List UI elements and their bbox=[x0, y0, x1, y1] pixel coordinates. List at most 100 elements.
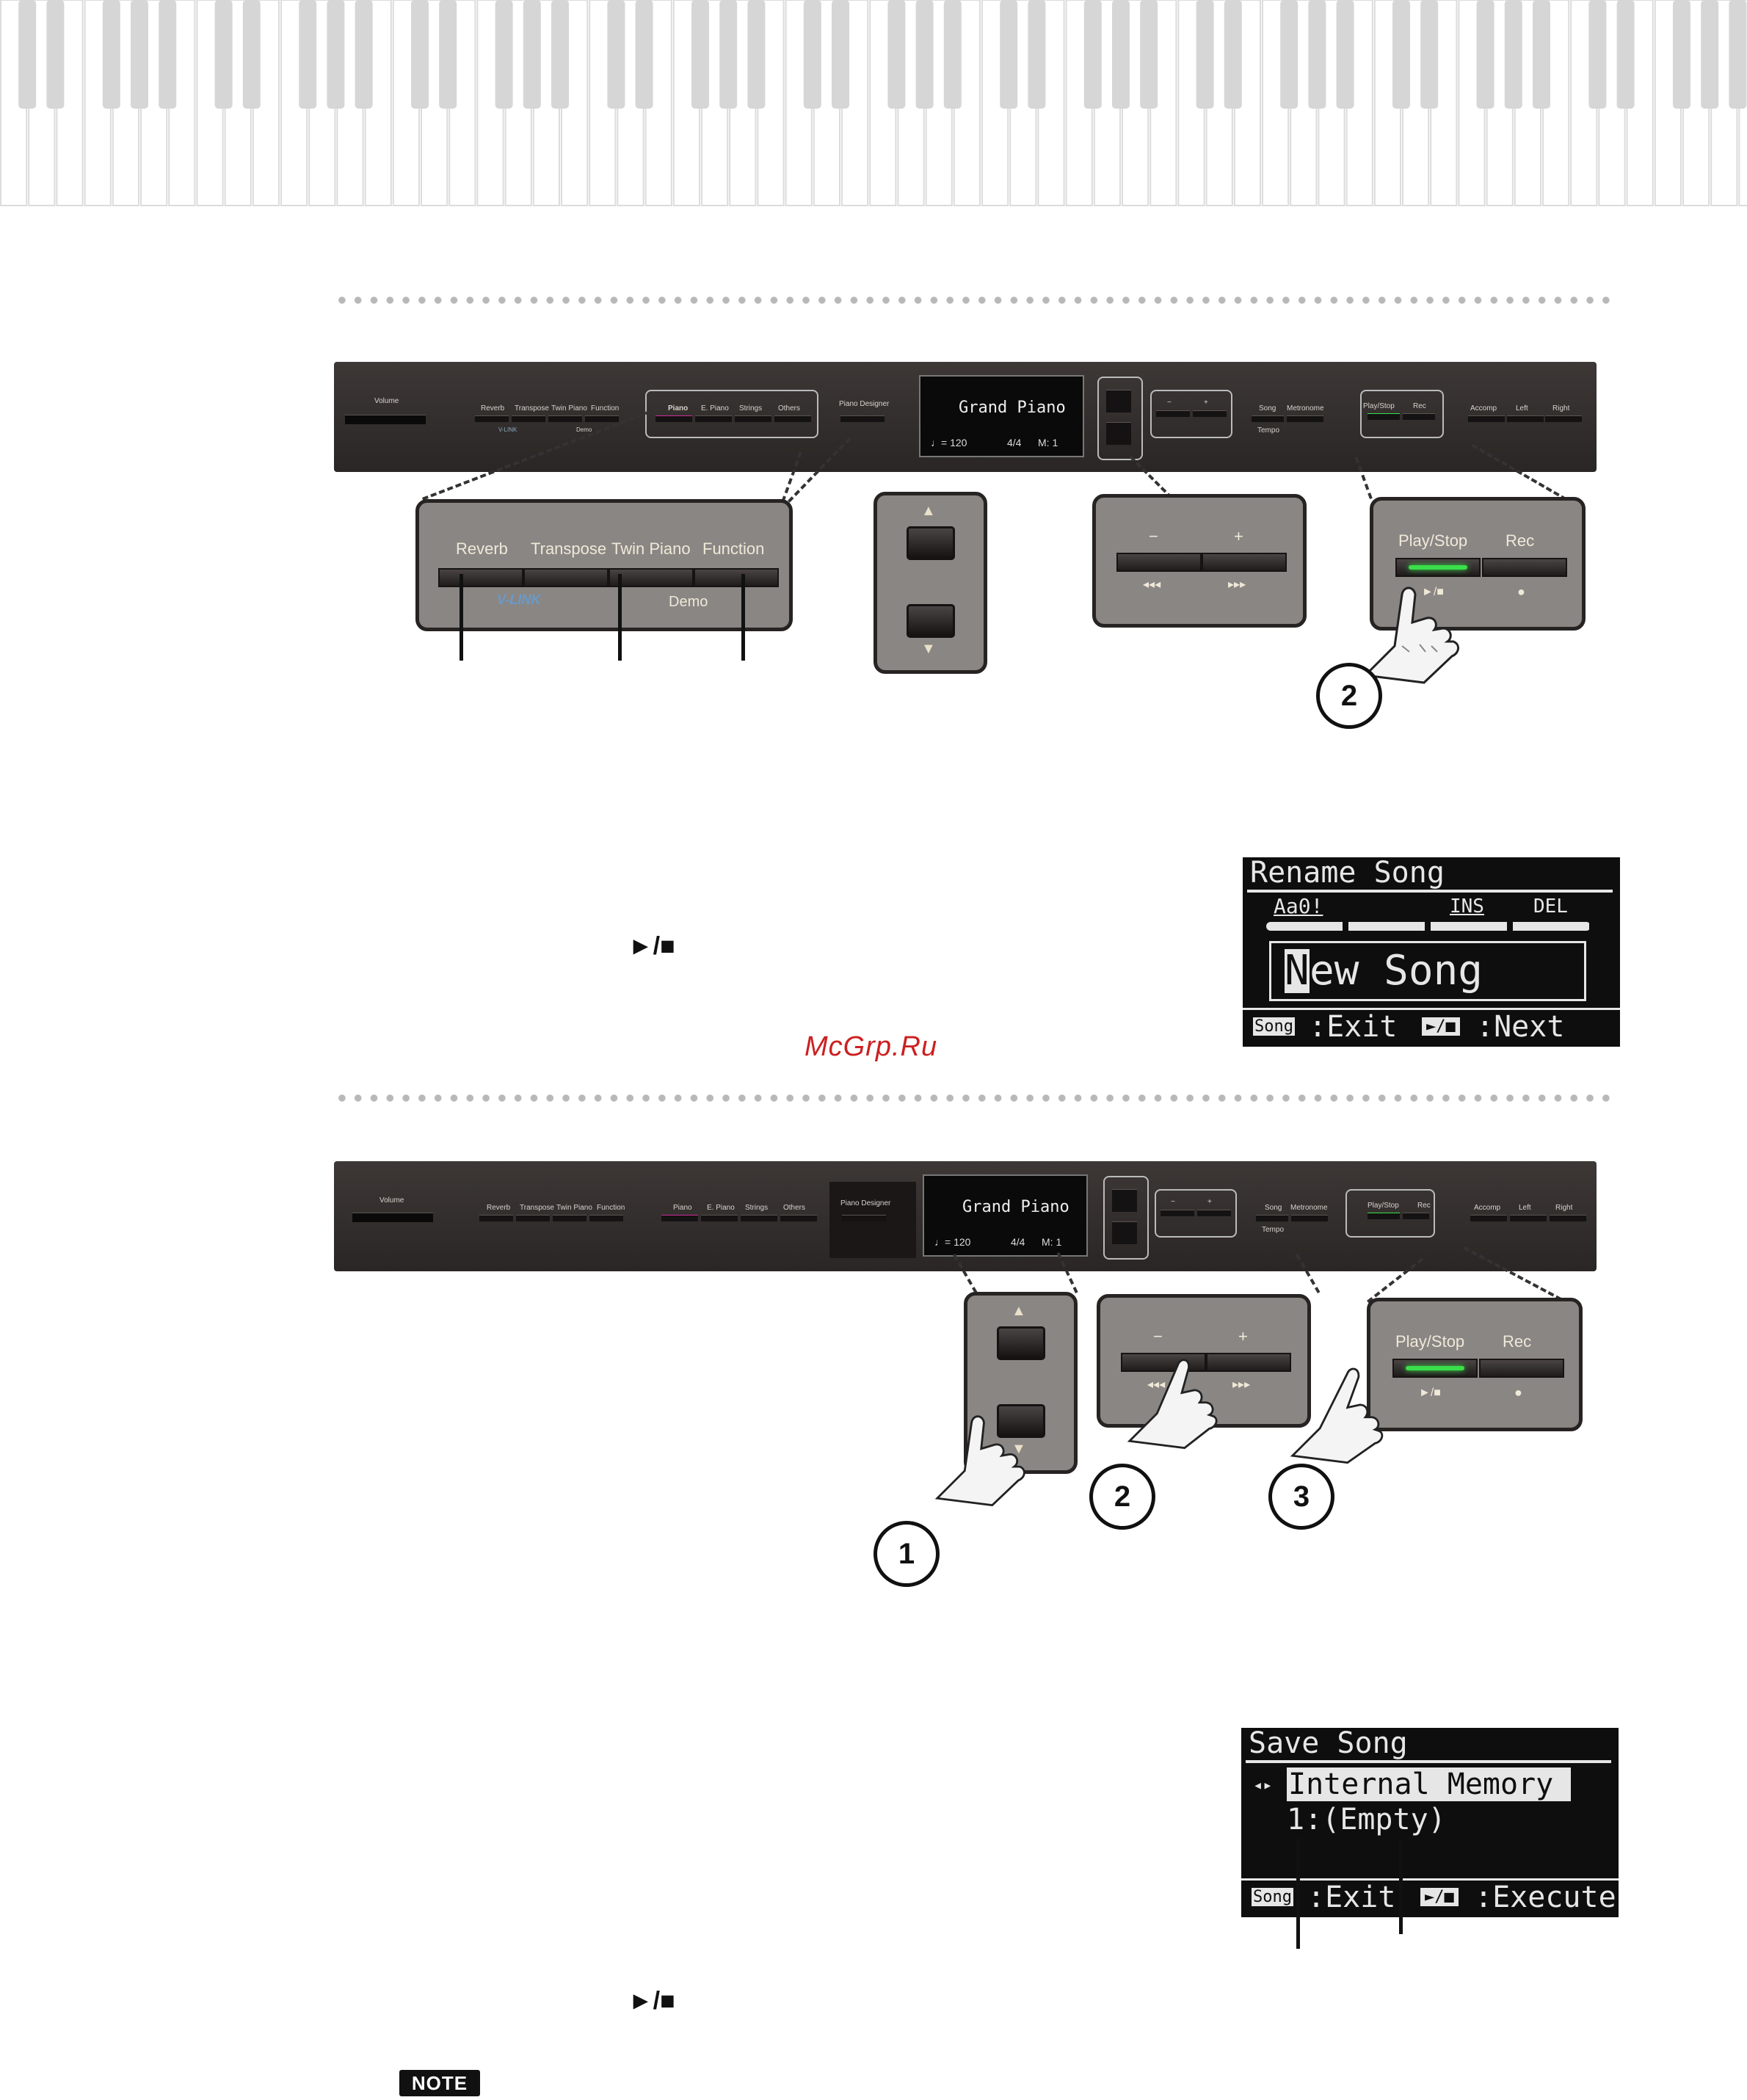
reverb-button[interactable] bbox=[475, 415, 509, 422]
plus-button[interactable] bbox=[1202, 553, 1287, 572]
minus-button[interactable] bbox=[1161, 1210, 1194, 1216]
minus-button[interactable] bbox=[1116, 553, 1202, 572]
control-panel-figure-1: Volume Reverb Transpose Twin Piano Funct… bbox=[334, 362, 1597, 472]
accomp-button[interactable] bbox=[1470, 1215, 1507, 1221]
pointing-hand-icon bbox=[1127, 1359, 1218, 1450]
play-stop-label: Play/Stop bbox=[1368, 1202, 1399, 1210]
reverb-label: Reverb bbox=[481, 404, 505, 413]
piano-designer-button[interactable] bbox=[840, 415, 885, 422]
black-key bbox=[1112, 0, 1130, 109]
cursor-up-button[interactable] bbox=[907, 526, 955, 560]
black-key bbox=[1140, 0, 1158, 109]
metronome-button[interactable] bbox=[1287, 415, 1323, 422]
black-key bbox=[495, 0, 513, 109]
play-stop-button[interactable] bbox=[1368, 413, 1400, 420]
minus-plus-highlight bbox=[1155, 1189, 1237, 1238]
black-key bbox=[1028, 0, 1046, 109]
twin-piano-button[interactable] bbox=[548, 415, 582, 422]
rec-button[interactable] bbox=[1403, 413, 1435, 420]
plus-button[interactable] bbox=[1193, 410, 1227, 417]
pointer-line bbox=[460, 574, 463, 661]
cursor-down-button[interactable] bbox=[997, 1404, 1045, 1438]
song-button[interactable] bbox=[1256, 1215, 1288, 1221]
twin-piano-button[interactable] bbox=[609, 568, 694, 587]
cursor-down-button[interactable] bbox=[907, 604, 955, 638]
display-tone-name: Grand Piano bbox=[962, 1198, 1069, 1216]
cursor-buttons-highlight bbox=[1097, 377, 1143, 460]
play-stop-button[interactable] bbox=[1368, 1213, 1400, 1219]
screen-title: Rename Song bbox=[1250, 856, 1445, 890]
left-label: Left bbox=[1516, 404, 1528, 413]
pointer-line bbox=[1399, 1839, 1403, 1934]
play-stop-button[interactable] bbox=[1395, 558, 1481, 577]
others-label: Others bbox=[783, 1204, 806, 1212]
next-action: :Next bbox=[1476, 1010, 1565, 1044]
others-button[interactable] bbox=[780, 1215, 817, 1221]
piano-button[interactable] bbox=[661, 1215, 698, 1221]
right-button[interactable] bbox=[1545, 415, 1582, 422]
destination-selector[interactable]: Internal Memory bbox=[1287, 1767, 1572, 1801]
piano-designer-button[interactable] bbox=[842, 1215, 886, 1221]
left-button[interactable] bbox=[1510, 1215, 1547, 1221]
plus-label: + bbox=[1234, 527, 1243, 545]
plus-button[interactable] bbox=[1206, 1353, 1291, 1372]
display-tempo: ♩= 120 bbox=[934, 1236, 971, 1248]
song-name-field[interactable]: N ew Song bbox=[1269, 941, 1586, 1001]
play-stop-symbol: ►/■ bbox=[1422, 586, 1444, 598]
epiano-button[interactable] bbox=[695, 415, 732, 422]
reverb-label: Reverb bbox=[487, 1204, 511, 1212]
transpose-button[interactable] bbox=[516, 1215, 550, 1221]
reverb-button[interactable] bbox=[479, 1215, 513, 1221]
strings-button[interactable] bbox=[741, 1215, 777, 1221]
cursor-up-button[interactable] bbox=[1106, 390, 1131, 413]
piano-designer-label: Piano Designer bbox=[839, 400, 890, 408]
rec-button[interactable] bbox=[1479, 1359, 1564, 1378]
function-button[interactable] bbox=[694, 568, 779, 587]
demo-label: Demo bbox=[576, 426, 592, 433]
black-key bbox=[803, 0, 821, 109]
twin-piano-button[interactable] bbox=[553, 1215, 586, 1221]
exit-action: :Exit bbox=[1307, 1881, 1396, 1914]
volume-slider[interactable] bbox=[345, 415, 426, 424]
accomp-button[interactable] bbox=[1468, 415, 1505, 422]
plus-button[interactable] bbox=[1197, 1210, 1231, 1216]
cursor-up-button[interactable] bbox=[1112, 1189, 1137, 1212]
step-2-badge: 2 bbox=[1089, 1464, 1155, 1530]
play-stop-button[interactable] bbox=[1392, 1359, 1478, 1378]
callout-play-rec: Play/Stop Rec ►/■ ● bbox=[1367, 1298, 1583, 1431]
rec-label: Rec bbox=[1506, 531, 1535, 550]
song-label: Song bbox=[1265, 1204, 1282, 1212]
function-button[interactable] bbox=[589, 1215, 623, 1221]
function-button[interactable] bbox=[585, 415, 619, 422]
transpose-button[interactable] bbox=[523, 568, 609, 587]
black-key bbox=[1392, 0, 1410, 109]
song-button[interactable] bbox=[1252, 415, 1284, 422]
reverb-button[interactable] bbox=[438, 568, 523, 587]
minus-label: − bbox=[1171, 1198, 1175, 1206]
play-key-icon: ►/■ bbox=[1422, 1017, 1460, 1036]
strings-label: Strings bbox=[745, 1204, 769, 1212]
strings-button[interactable] bbox=[735, 415, 771, 422]
minus-button[interactable] bbox=[1121, 1353, 1206, 1372]
left-button[interactable] bbox=[1507, 415, 1544, 422]
footer-rule bbox=[1241, 1878, 1619, 1881]
metronome-button[interactable] bbox=[1291, 1215, 1328, 1221]
song-slot[interactable]: 1:(Empty) bbox=[1287, 1803, 1446, 1836]
piano-button[interactable] bbox=[655, 415, 692, 422]
volume-slider[interactable] bbox=[352, 1213, 433, 1222]
others-button[interactable] bbox=[774, 415, 811, 422]
cursor-down-button[interactable] bbox=[1106, 422, 1131, 445]
transpose-button[interactable] bbox=[512, 415, 545, 422]
black-key bbox=[18, 0, 37, 109]
black-key bbox=[327, 0, 345, 109]
black-key bbox=[1476, 0, 1494, 109]
right-button[interactable] bbox=[1550, 1215, 1586, 1221]
epiano-button[interactable] bbox=[701, 1215, 738, 1221]
cursor-up-button[interactable] bbox=[997, 1326, 1045, 1360]
title-rule bbox=[1247, 890, 1613, 893]
minus-button[interactable] bbox=[1156, 410, 1190, 417]
black-key bbox=[887, 0, 906, 109]
rec-button[interactable] bbox=[1482, 558, 1567, 577]
rec-button[interactable] bbox=[1403, 1213, 1429, 1219]
cursor-down-button[interactable] bbox=[1112, 1221, 1137, 1244]
